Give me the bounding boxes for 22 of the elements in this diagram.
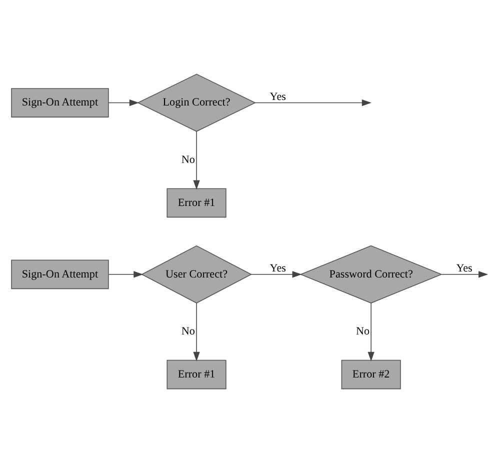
edge-label: No — [356, 326, 370, 338]
node-box: Sign-On Attempt — [11, 260, 109, 290]
edge-label: No — [181, 326, 195, 338]
node-box: Sign-On Attempt — [11, 88, 109, 118]
arrow — [193, 302, 200, 362]
node-box: Error #1 — [166, 188, 226, 218]
arrow — [108, 271, 144, 278]
node-box: Error #2 — [341, 360, 401, 390]
arrow — [368, 302, 374, 362]
node-diamond: Login Correct? — [137, 74, 256, 132]
node-box: Error #1 — [166, 360, 226, 390]
arrow — [441, 271, 488, 278]
arrow — [250, 271, 302, 278]
arrow — [108, 99, 139, 106]
edge-label: Yes — [456, 262, 472, 274]
arrow — [193, 131, 200, 190]
node-diamond: Password Correct? — [300, 245, 443, 304]
node-diamond: User Correct? — [141, 245, 252, 304]
edge-label: Yes — [270, 262, 286, 274]
arrow — [254, 99, 372, 106]
edge-label: Yes — [270, 90, 286, 103]
edge-label: No — [181, 154, 195, 166]
